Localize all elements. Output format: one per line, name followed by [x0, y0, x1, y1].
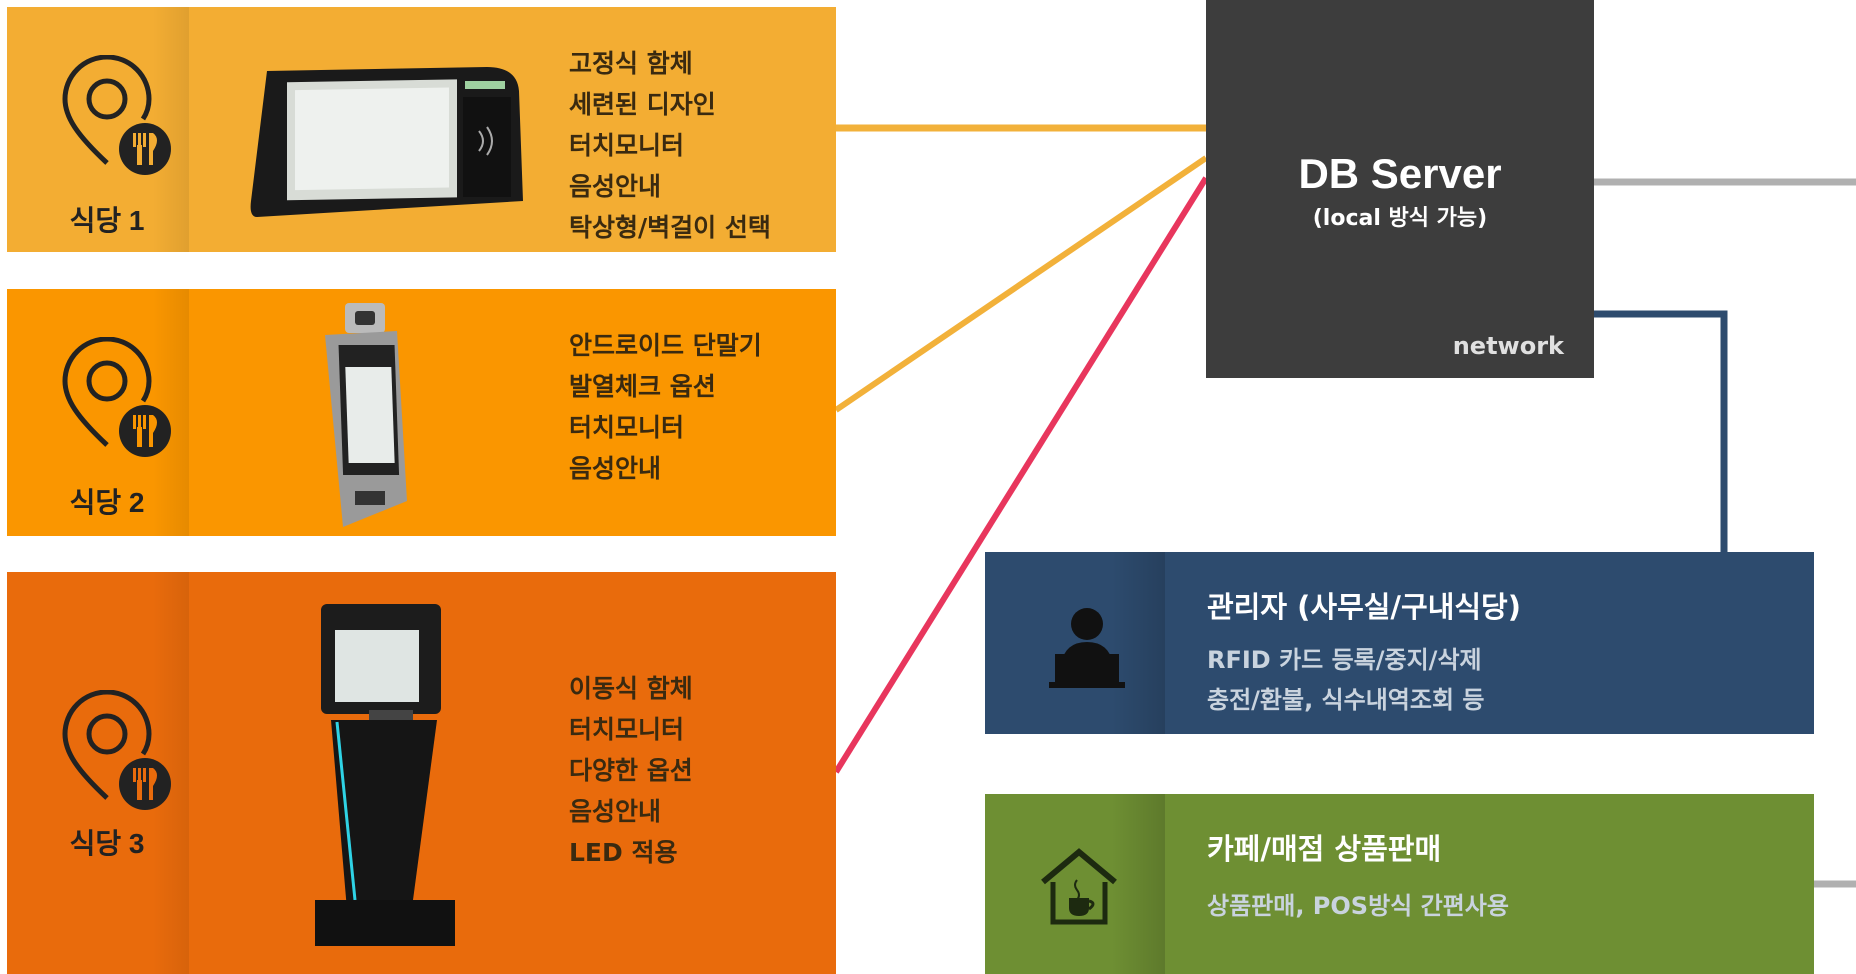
feature-item: 탁상형/벽걸이 선택 [569, 213, 771, 242]
restaurant-pin-icon [62, 55, 171, 175]
feature-item: 다양한 옵션 [569, 756, 693, 785]
admin-line: RFID 카드 등록/중지/삭제 [1207, 646, 1482, 674]
feature-item: 안드로이드 단말기 [569, 331, 762, 360]
server-subtitle: (local 방식 가능) [1312, 206, 1488, 231]
admin-title: 관리자 (사무실/구내식당) [1207, 590, 1521, 624]
restaurant-pin-icon [62, 690, 171, 810]
desktop-terminal-image [250, 67, 523, 217]
feature-item: 고정식 함체 [569, 49, 693, 78]
restaurant-panel-3: 식당 3 이동식 함체 터치모니터 다양한 옵션 음성안내 LED 적용 [7, 572, 836, 974]
restaurant-label: 식당 2 [69, 487, 145, 518]
kiosk-terminal-image [315, 604, 455, 946]
connector-restaurant-3 [833, 176, 1209, 774]
db-server-box: DB Server (local 방식 가능) network [1206, 0, 1594, 378]
restaurant-2-features: 안드로이드 단말기 발열체크 옵션 터치모니터 음성안내 [569, 325, 762, 489]
cafe-house-icon [1041, 848, 1117, 925]
network-label: network [1452, 332, 1564, 360]
restaurant-1-features: 고정식 함체 세련된 디자인 터치모니터 음성안내 탁상형/벽걸이 선택 [569, 43, 771, 248]
feature-item: 터치모니터 [569, 131, 685, 160]
feature-item: 터치모니터 [569, 715, 685, 744]
connector-restaurant-2 [834, 155, 1208, 413]
feature-item: 발열체크 옵션 [569, 372, 716, 401]
restaurant-label: 식당 1 [69, 205, 145, 236]
android-terminal-image [325, 303, 407, 527]
cafe-panel: 카페/매점 상품판매 상품판매, POS방식 간편사용 [985, 794, 1814, 974]
cafe-title: 카페/매점 상품판매 [1207, 832, 1442, 866]
feature-item: 음성안내 [569, 172, 662, 201]
admin-panel: 관리자 (사무실/구내식당) RFID 카드 등록/중지/삭제 충전/환불, 식… [985, 552, 1814, 734]
feature-item: 음성안내 [569, 797, 662, 826]
admin-line: 충전/환불, 식수내역조회 등 [1207, 686, 1485, 714]
feature-item: 세련된 디자인 [569, 90, 716, 119]
connector-admin [1594, 310, 1728, 552]
restaurant-pin-icon [62, 337, 171, 457]
server-title: DB Server [1298, 150, 1502, 197]
feature-item: 음성안내 [569, 454, 662, 483]
restaurant-label: 식당 3 [69, 828, 145, 859]
feature-item: LED 적용 [569, 838, 678, 867]
feature-item: 이동식 함체 [569, 674, 693, 703]
admin-person-laptop-icon [1049, 608, 1125, 688]
restaurant-panel-1: 식당 1 고정식 함체 세련된 디자인 터치모니터 음성안내 탁상형/벽걸이 선… [7, 7, 836, 252]
feature-item: 터치모니터 [569, 413, 685, 442]
restaurant-panel-2: 식당 2 안드로이드 단말기 발열체크 옵션 터치모니터 음성안내 [7, 289, 836, 536]
restaurant-3-features: 이동식 함체 터치모니터 다양한 옵션 음성안내 LED 적용 [569, 668, 693, 873]
cafe-line: 상품판매, POS방식 간편사용 [1207, 892, 1509, 920]
